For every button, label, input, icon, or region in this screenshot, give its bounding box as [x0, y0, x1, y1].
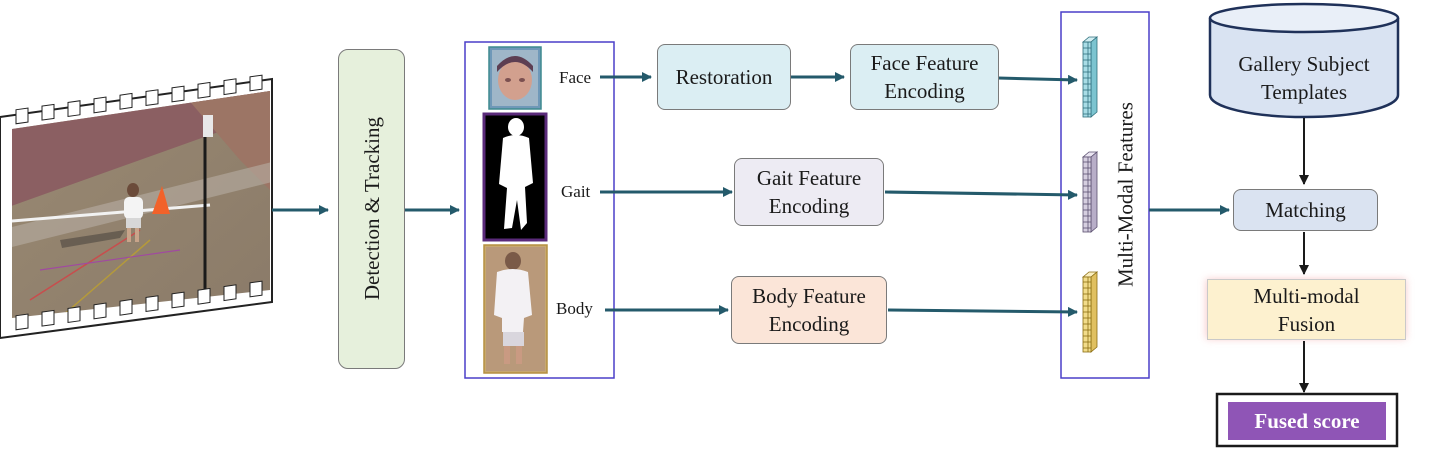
gait-feature-vector-icon [1081, 151, 1099, 233]
body-encoding-box: Body Feature Encoding [731, 276, 887, 344]
detection-tracking-label: Detection & Tracking [359, 117, 384, 301]
gait-encoding-line1: Gait Feature [756, 166, 862, 190]
restoration-label: Restoration [675, 65, 773, 89]
face-encoding-box: Face Feature Encoding [850, 44, 999, 110]
gallery-line1: Gallery Subject [1238, 52, 1370, 76]
multimodal-features-label: Multi-Modal Features [1113, 102, 1138, 288]
gallery-label: Gallery Subject Templates [1212, 40, 1396, 116]
fused-score-label: Fused score [1254, 409, 1360, 433]
face-encoding-line1: Face Feature [870, 51, 979, 75]
fusion-box: Multi-modal Fusion [1207, 279, 1406, 340]
body-crop-image [483, 244, 548, 374]
gait-encoding-line2: Encoding [768, 194, 850, 218]
arrow-gait-encoding-to-features [884, 189, 1078, 200]
face-crop-image [488, 46, 542, 110]
fused-score-box: Fused score [1228, 402, 1386, 440]
input-video-frame [0, 74, 273, 340]
matching-label: Matching [1265, 198, 1346, 222]
detection-tracking-box: Detection & Tracking [338, 49, 405, 369]
gait-encoding-box: Gait Feature Encoding [734, 158, 884, 226]
gait-label: Gait [561, 182, 591, 201]
gait-silhouette-image [482, 112, 548, 242]
body-label: Body [556, 299, 593, 318]
arrow-face-encoding-to-features [997, 74, 1078, 85]
body-encoding-line2: Encoding [768, 312, 850, 336]
face-label: Face [559, 68, 592, 87]
fusion-line1: Multi-modal [1253, 283, 1360, 308]
body-feature-vector-icon [1081, 271, 1099, 353]
arrow-body-encoding-to-features [887, 306, 1078, 317]
body-encoding-line1: Body Feature [752, 284, 866, 308]
gallery-database-icon [1208, 2, 1400, 119]
modalities-panel [464, 41, 615, 379]
face-feature-vector-icon [1081, 36, 1099, 118]
matching-box: Matching [1233, 189, 1378, 231]
restoration-box: Restoration [657, 44, 791, 110]
gallery-line2: Templates [1261, 80, 1347, 104]
fusion-line2: Fusion [1277, 311, 1336, 336]
face-encoding-line2: Encoding [884, 79, 965, 103]
